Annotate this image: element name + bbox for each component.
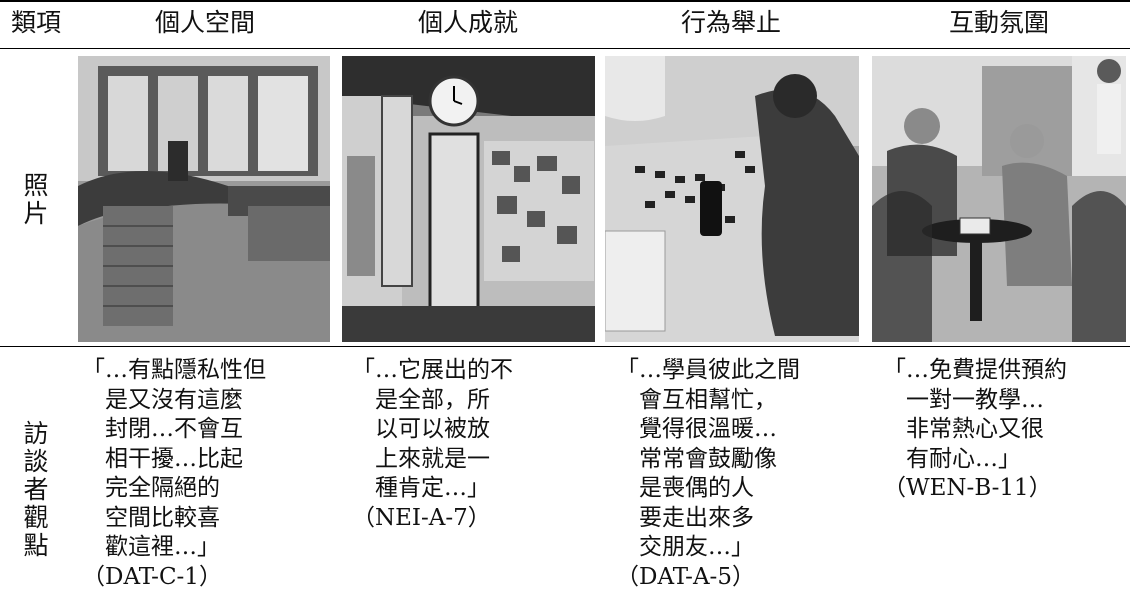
- quote-line: 是全部，所: [352, 386, 490, 413]
- quote-line: 封閉…不會互: [82, 416, 243, 442]
- photo-interaction-atmosphere: [872, 56, 1126, 342]
- quote-line: 會互相幫忙，: [616, 386, 777, 413]
- header-rule: [0, 48, 1130, 49]
- quote-line: （NEI-A-7）: [352, 504, 491, 531]
- quote-line: 是又沒有這麼: [82, 386, 243, 413]
- quote-line: 一對一教學…: [883, 386, 1044, 413]
- quote-line: 交朋友…」: [616, 534, 754, 560]
- quote-line: 空間比較喜: [82, 504, 220, 531]
- quote-line: 種肯定…」: [352, 475, 490, 501]
- quote-line: 非常熱心又很: [883, 416, 1044, 442]
- row-label-photo: 照 片: [23, 171, 49, 228]
- quote-line: 相干擾…比起: [82, 445, 243, 472]
- quote-line: 「…免費提供預約: [883, 357, 1067, 383]
- photo-row-rule: [0, 346, 1130, 347]
- quote-line: 是喪偶的人: [616, 475, 754, 501]
- quote-line: 覺得很溫暖…: [616, 416, 777, 442]
- quote-line: 完全隔絕的: [82, 475, 220, 501]
- quote-line: 常常會鼓勵像: [616, 445, 777, 472]
- photo-personal-achievement: [342, 56, 595, 342]
- quote-line: 以可以被放: [352, 416, 490, 442]
- quote-line: 有耐心…」: [883, 445, 1021, 472]
- interview-quote-personal-achievement: 「…它展出的不 是全部，所 以可以被放 上來就是一 種肯定…」 （NEI-A-7）: [352, 356, 513, 533]
- quote-line: 要走出來多: [616, 504, 754, 531]
- header-personal-space: 個人空間: [154, 8, 255, 37]
- table-top-rule: [0, 0, 1130, 2]
- header-interaction-atmosphere: 互動氛圍: [948, 8, 1049, 37]
- header-category: 類項: [10, 8, 61, 37]
- header-behavior: 行為舉止: [680, 8, 781, 37]
- quote-line: （DAT-A-5）: [616, 563, 755, 590]
- interview-quote-interaction-atmosphere: 「…免費提供預約 一對一教學… 非常熱心又很 有耐心…」 （WEN-B-11）: [883, 356, 1067, 504]
- photo-behavior: [605, 56, 859, 342]
- interview-quote-behavior: 「…學員彼此之間 會互相幫忙， 覺得很溫暖… 常常會鼓勵像 是喪偶的人 要走出來…: [616, 356, 800, 592]
- header-personal-achievement: 個人成就: [417, 8, 518, 37]
- interview-quote-personal-space: 「…有點隱私性但 是又沒有這麼 封閉…不會互 相干擾…比起 完全隔絕的 空間比較…: [82, 356, 266, 592]
- row-label-interviewee-view: 訪 談 者 觀 點: [23, 419, 49, 560]
- quote-line: （WEN-B-11）: [883, 475, 1052, 501]
- quote-line: 歡這裡…」: [82, 534, 220, 560]
- quote-line: （DAT-C-1）: [82, 563, 222, 590]
- quote-line: 「…有點隱私性但: [82, 357, 266, 383]
- quote-line: 「…學員彼此之間: [616, 357, 800, 383]
- quote-line: 上來就是一: [352, 445, 490, 472]
- photo-personal-space: [78, 56, 330, 342]
- quote-line: 「…它展出的不: [352, 357, 513, 383]
